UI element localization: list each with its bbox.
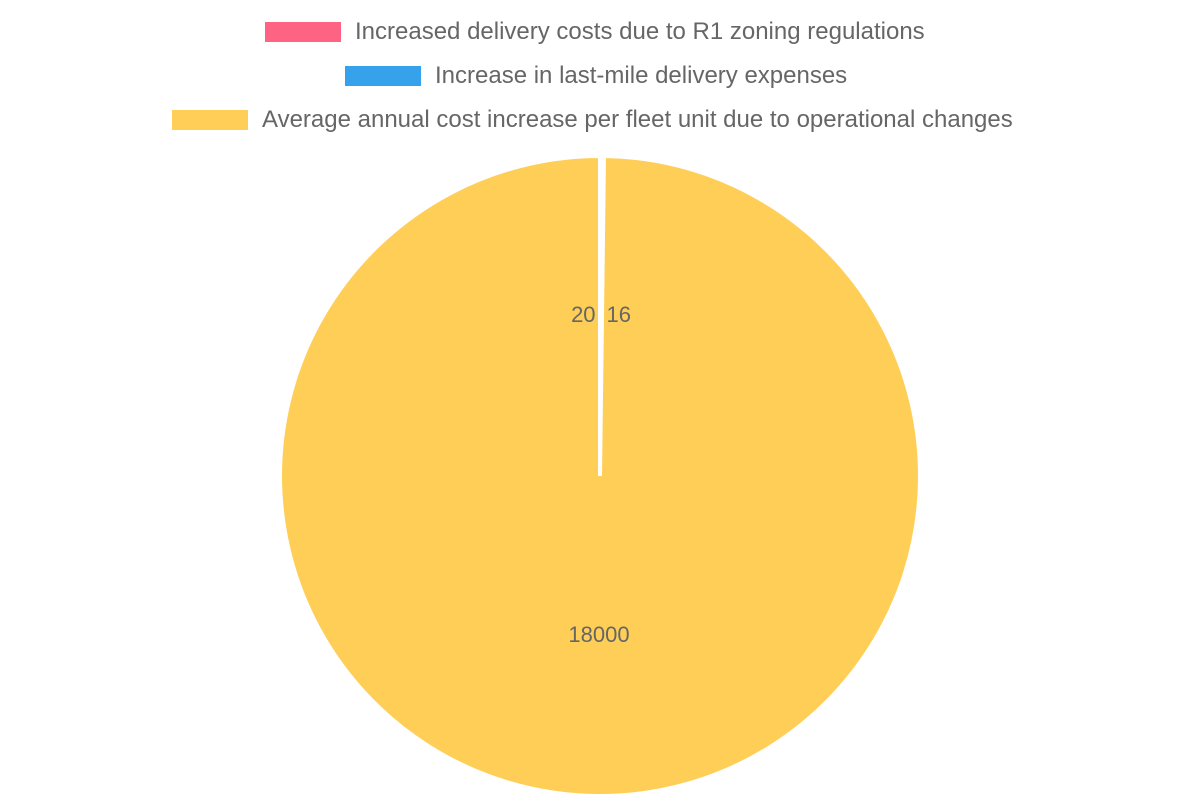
data-label: 20: [571, 302, 595, 327]
legend-label: Increased delivery costs due to R1 zonin…: [355, 18, 925, 45]
legend-item-last-mile[interactable]: Increase in last-mile delivery expenses: [345, 62, 848, 89]
legend-label: Average annual cost increase per fleet u…: [262, 106, 1013, 133]
legend-swatch: [265, 22, 341, 42]
slice-fleet-unit[interactable]: [278, 153, 922, 798]
legend-swatch: [345, 66, 421, 86]
legend-swatch: [172, 110, 248, 130]
legend-item-fleet-unit[interactable]: Average annual cost increase per fleet u…: [172, 106, 1013, 133]
data-label: 16: [607, 302, 631, 327]
data-label: 18000: [568, 622, 629, 647]
legend-item-r1-zoning[interactable]: Increased delivery costs due to R1 zonin…: [265, 18, 925, 45]
legend-label: Increase in last-mile delivery expenses: [435, 62, 848, 89]
